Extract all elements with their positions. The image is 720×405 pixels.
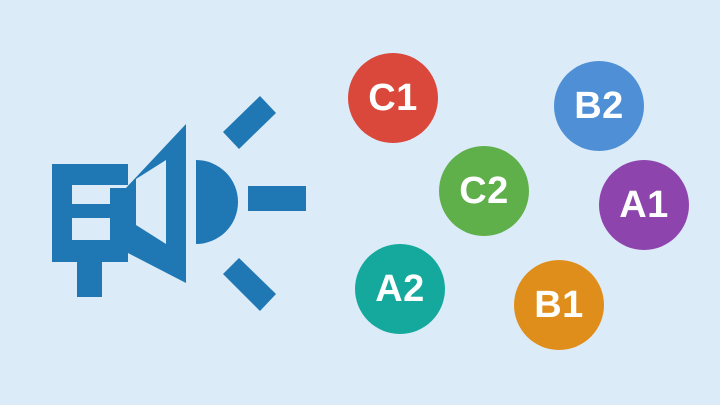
badge-b2: B2 bbox=[554, 61, 644, 151]
badge-label: A1 bbox=[619, 183, 669, 226]
badge-a2: A2 bbox=[355, 244, 445, 334]
badge-label: B2 bbox=[574, 84, 624, 127]
badge-label: C1 bbox=[368, 76, 418, 119]
badge-a1: A1 bbox=[599, 160, 689, 250]
badge-c2: C2 bbox=[439, 146, 529, 236]
badge-label: C2 bbox=[459, 169, 509, 212]
badge-b1: B1 bbox=[514, 260, 604, 350]
badge-label: A2 bbox=[375, 267, 425, 310]
megaphone-icon bbox=[52, 96, 306, 311]
badge-c1: C1 bbox=[348, 53, 438, 143]
badge-label: B1 bbox=[534, 283, 584, 326]
